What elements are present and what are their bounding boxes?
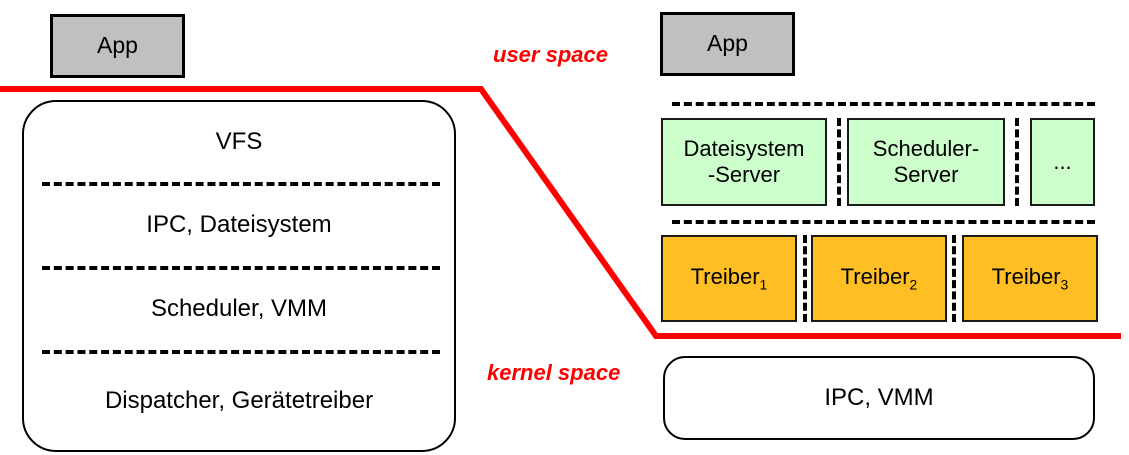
mono-layer-dispatcher-drivers: Dispatcher, Gerätetreiber (24, 352, 454, 450)
server-divider-2 (1015, 118, 1019, 206)
mono-layer-dispatcher-drivers-label: Dispatcher, Gerätetreiber (104, 387, 374, 414)
server-box-more-label: ... (1053, 149, 1072, 175)
mono-layer-scheduler-vmm-label: Scheduler, VMM (150, 295, 328, 322)
driver-box-1: Treiber1 (661, 235, 797, 322)
right-app-box: App (660, 12, 795, 76)
server-box-more: ... (1030, 118, 1095, 206)
user-space-label: user space (493, 42, 608, 67)
server-box-scheduler-label: Scheduler- Server (872, 136, 980, 187)
server-row-top-separator (672, 102, 1095, 106)
microkernel-core-box: IPC, VMM (663, 356, 1095, 440)
driver-row-top-separator (672, 220, 1095, 224)
mono-layer-scheduler-vmm: Scheduler, VMM (24, 268, 454, 350)
left-app-box: App (50, 14, 185, 78)
left-app-label: App (97, 32, 138, 59)
driver-box-3-label: Treiber3 (991, 264, 1069, 293)
server-box-filesystem: Dateisystem -Server (661, 118, 827, 206)
driver-divider-2 (952, 235, 956, 322)
driver-box-2: Treiber2 (811, 235, 947, 322)
mono-layer-ipc-fs-label: IPC, Dateisystem (146, 211, 332, 238)
right-app-label: App (707, 30, 748, 57)
kernel-space-label: kernel space (487, 360, 621, 385)
server-box-filesystem-label: Dateisystem -Server (683, 136, 805, 187)
driver-box-2-label: Treiber2 (840, 264, 918, 293)
mono-layer-vfs-label: VFS (215, 128, 263, 155)
server-box-scheduler: Scheduler- Server (847, 118, 1005, 206)
microkernel-core-label: IPC, VMM (824, 384, 934, 411)
server-divider-1 (837, 118, 841, 206)
mono-layer-ipc-fs: IPC, Dateisystem (24, 184, 454, 266)
driver-box-3: Treiber3 (962, 235, 1098, 322)
driver-divider-1 (803, 235, 807, 322)
mono-layer-vfs: VFS (24, 102, 454, 182)
driver-box-1-label: Treiber1 (690, 264, 768, 293)
mono-separator-3 (42, 350, 440, 354)
